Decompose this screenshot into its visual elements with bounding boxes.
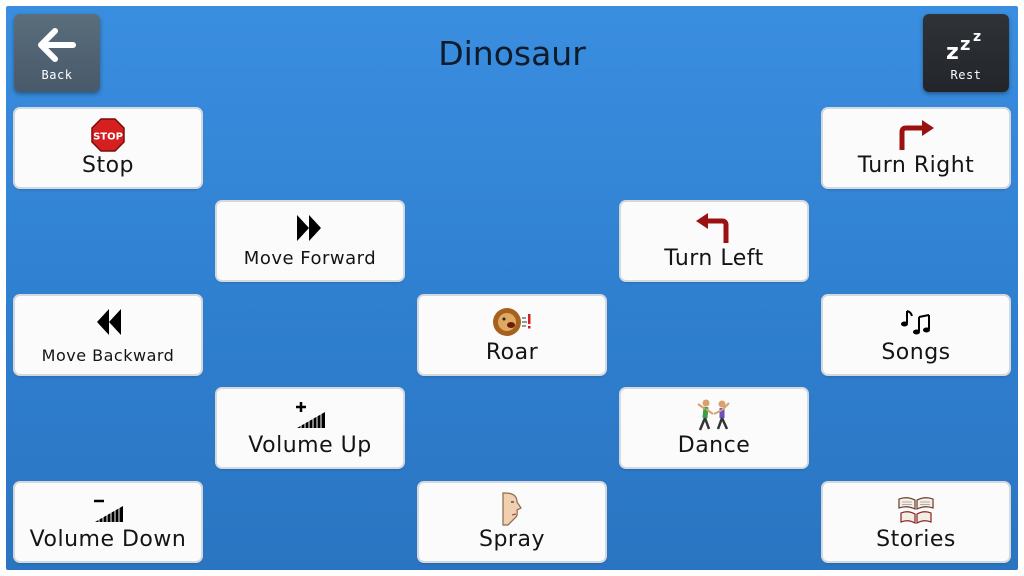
turn-right-label: Turn Right <box>857 153 975 178</box>
svg-text:z: z <box>973 29 981 45</box>
page-title: Dinosaur <box>438 34 586 73</box>
spray-button[interactable]: Spray <box>419 483 605 561</box>
move-backward-button[interactable]: Move Backward <box>15 296 201 374</box>
move-forward-button[interactable]: Move Forward <box>217 202 403 280</box>
roaring-lion-icon <box>492 304 532 340</box>
move-forward-label: Move Forward <box>243 248 377 269</box>
sleep-zzz-icon: z z z <box>944 26 988 64</box>
volume-down-button[interactable]: Volume Down <box>15 483 201 561</box>
turn-right-button[interactable]: Turn Right <box>823 109 1009 187</box>
svg-text:z: z <box>960 34 970 55</box>
rest-button[interactable]: z z z Rest <box>923 14 1009 92</box>
roar-button[interactable]: Roar <box>419 296 605 374</box>
face-profile-icon <box>497 491 527 527</box>
dance-label: Dance <box>677 433 751 458</box>
volume-down-label: Volume Down <box>29 527 187 552</box>
turn-right-arrow-icon <box>896 117 936 153</box>
dancing-people-icon <box>695 397 733 433</box>
stories-label: Stories <box>876 527 956 552</box>
turn-left-label: Turn Left <box>664 246 764 271</box>
volume-up-icon <box>293 397 327 433</box>
dance-button[interactable]: Dance <box>621 389 807 467</box>
stop-label: Stop <box>81 153 134 178</box>
volume-down-icon <box>91 491 125 527</box>
svg-text:z: z <box>946 40 959 62</box>
move-backward-label: Move Backward <box>41 346 175 365</box>
turn-left-arrow-icon <box>694 210 734 246</box>
svg-text:STOP: STOP <box>93 132 123 143</box>
songs-button[interactable]: Songs <box>823 296 1009 374</box>
turn-left-button[interactable]: Turn Left <box>621 202 807 280</box>
roar-label: Roar <box>485 340 539 365</box>
music-notes-icon <box>899 304 933 340</box>
back-button[interactable]: Back <box>14 14 100 92</box>
rewind-icon <box>92 304 124 340</box>
volume-up-button[interactable]: Volume Up <box>217 389 403 467</box>
volume-up-label: Volume Up <box>248 433 372 458</box>
open-book-icon <box>896 491 936 527</box>
stop-sign-icon: STOP <box>91 117 125 153</box>
rest-label: Rest <box>950 68 982 82</box>
songs-label: Songs <box>881 340 951 365</box>
fast-forward-icon <box>294 210 326 246</box>
stop-button[interactable]: STOP Stop <box>15 109 201 187</box>
back-label: Back <box>41 68 73 82</box>
back-arrow-icon <box>37 26 77 64</box>
stories-button[interactable]: Stories <box>823 483 1009 561</box>
spray-label: Spray <box>479 527 545 552</box>
board: Dinosaur Back z z z Rest STOP <box>6 6 1018 570</box>
